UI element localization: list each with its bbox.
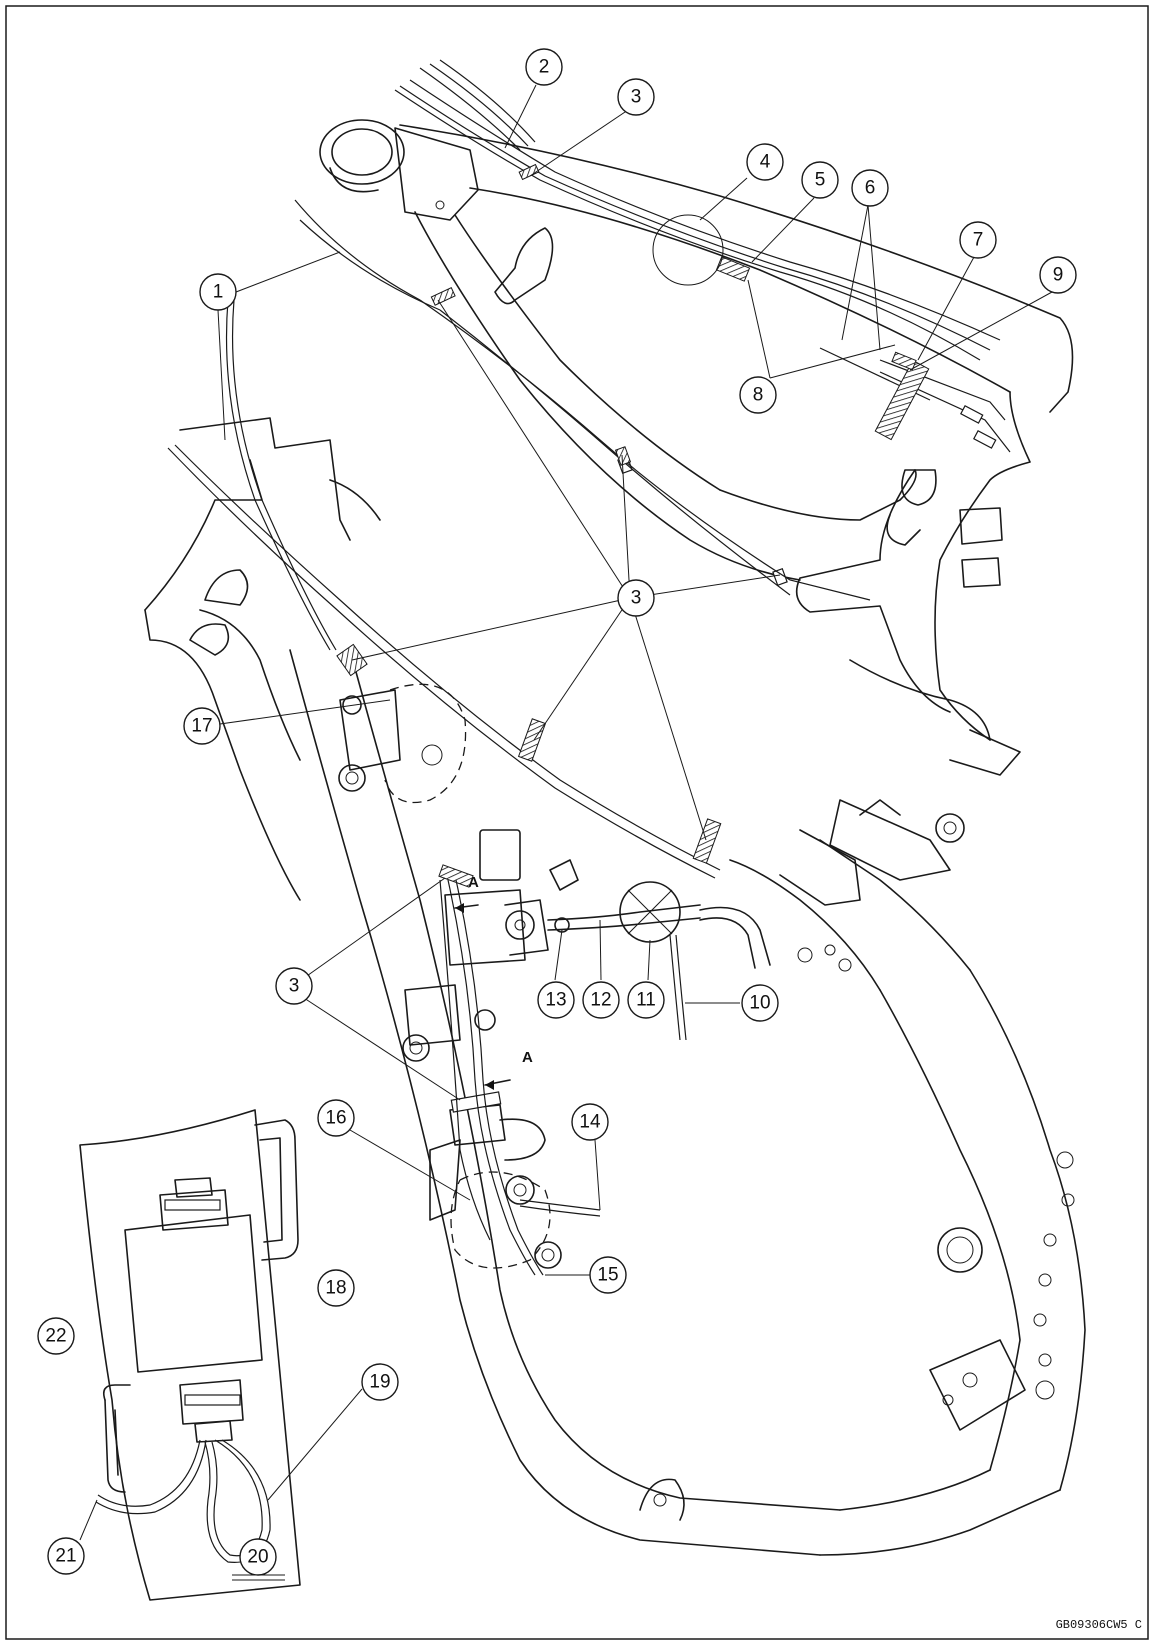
inset-detail <box>79 1109 301 1601</box>
callout-2-label: 2 <box>539 57 550 78</box>
callout-3-top: 3 <box>617 78 655 116</box>
center-components: A A <box>336 446 771 1276</box>
upper-frame <box>319 119 1074 776</box>
lower-frame <box>144 417 1086 1556</box>
callout-5: 5 <box>801 161 839 199</box>
callout-14: 14 <box>571 1103 609 1141</box>
callout-15-label: 15 <box>597 1265 618 1286</box>
callout-16: 16 <box>317 1099 355 1137</box>
callout-11: 11 <box>627 981 665 1019</box>
callout-9: 9 <box>1039 256 1077 294</box>
callout-16-label: 16 <box>325 1108 346 1129</box>
callout-19-label: 19 <box>369 1372 390 1393</box>
callout-12-label: 12 <box>590 990 611 1011</box>
callout-22-label: 22 <box>45 1326 66 1347</box>
leader-lines <box>79 84 1053 1541</box>
callout-7: 7 <box>959 221 997 259</box>
callout-8-label: 8 <box>753 385 764 406</box>
callout-9-label: 9 <box>1053 265 1064 286</box>
callout-21: 21 <box>47 1537 85 1575</box>
view-a-marker-upper: A <box>468 874 479 891</box>
callout-6-label: 6 <box>865 178 876 199</box>
callout-15: 15 <box>589 1256 627 1294</box>
callout-14-label: 14 <box>579 1112 601 1133</box>
callout-6: 6 <box>851 169 889 207</box>
callout-3-top-label: 3 <box>631 87 642 108</box>
callout-3-center: 3 <box>617 579 655 617</box>
callout-12: 12 <box>582 981 620 1019</box>
view-a-marker-lower: A <box>522 1049 533 1066</box>
callout-19: 19 <box>361 1363 399 1401</box>
callout-21-label: 21 <box>55 1546 76 1567</box>
callout-18-label: 18 <box>325 1278 346 1299</box>
callout-3-lower: 3 <box>275 967 313 1005</box>
main-harness <box>167 199 871 879</box>
callout-4: 4 <box>746 143 784 181</box>
callout-7-label: 7 <box>973 230 984 251</box>
callout-10-label: 10 <box>749 993 770 1014</box>
callout-18: 18 <box>317 1269 355 1307</box>
callout-13-label: 13 <box>545 990 566 1011</box>
upper-cables <box>394 59 1011 587</box>
callout-10: 10 <box>741 984 779 1022</box>
callout-17: 17 <box>183 707 221 745</box>
page-border <box>5 5 1149 1640</box>
callout-22: 22 <box>37 1317 75 1355</box>
callout-1: 1 <box>199 273 237 311</box>
callout-3-center-label: 3 <box>631 588 642 609</box>
callout-13: 13 <box>537 981 575 1019</box>
callout-5-label: 5 <box>815 170 826 191</box>
callout-11-label: 11 <box>636 990 656 1011</box>
callout-17-label: 17 <box>191 716 212 737</box>
figure-code: GB09306CW5 C <box>1056 1618 1142 1632</box>
callout-20-label: 20 <box>247 1547 268 1568</box>
callout-3-lower-label: 3 <box>289 976 300 997</box>
callout-4-label: 4 <box>760 152 771 173</box>
callout-20: 20 <box>239 1538 277 1576</box>
callout-2: 2 <box>525 48 563 86</box>
callout-1-label: 1 <box>213 282 224 303</box>
callout-8: 8 <box>739 376 777 414</box>
callouts: 1 2 3 4 5 6 7 8 9 3 17 3 13 12 11 10 16 … <box>37 48 1077 1576</box>
